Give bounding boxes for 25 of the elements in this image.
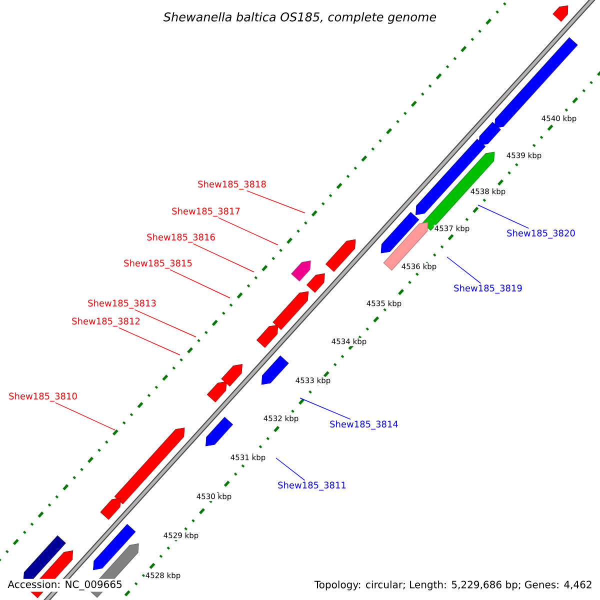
leader-line xyxy=(192,243,254,272)
leader-line xyxy=(134,309,196,338)
title: Shewanella baltica OS185, complete genome xyxy=(163,12,436,24)
leader-line xyxy=(446,256,482,284)
gene-label: Shew185_3814 xyxy=(330,420,398,430)
gene-label: Shew185_3817 xyxy=(172,208,240,216)
gene-label: Shew185_3818 xyxy=(198,180,266,190)
leader-line xyxy=(276,458,306,481)
leader-line xyxy=(170,269,230,298)
gene-label: Shew185_3811 xyxy=(278,482,346,490)
leader-line xyxy=(246,190,306,214)
genome-info-text: Topology: circular; Length: 5,229,686 bp; Genes: 4,462 xyxy=(314,580,592,590)
leader-line xyxy=(55,402,116,430)
leader-line xyxy=(118,327,180,356)
leader-line xyxy=(478,204,530,229)
gene-label: Shew185_3816 xyxy=(147,234,215,242)
gene-label: Shew185_3810 xyxy=(9,392,77,402)
leader-line xyxy=(218,217,278,246)
leader-line xyxy=(300,398,351,420)
gene-label: Shew185_3820 xyxy=(507,230,575,238)
gene-label: Shew185_3813 xyxy=(88,300,156,308)
gene-label: Shew185_3815 xyxy=(124,260,192,268)
accession-text: Accession: NC_009665 xyxy=(8,580,122,590)
gene-label: Shew185_3812 xyxy=(72,318,140,326)
gene-label: Shew185_3819 xyxy=(454,284,522,294)
